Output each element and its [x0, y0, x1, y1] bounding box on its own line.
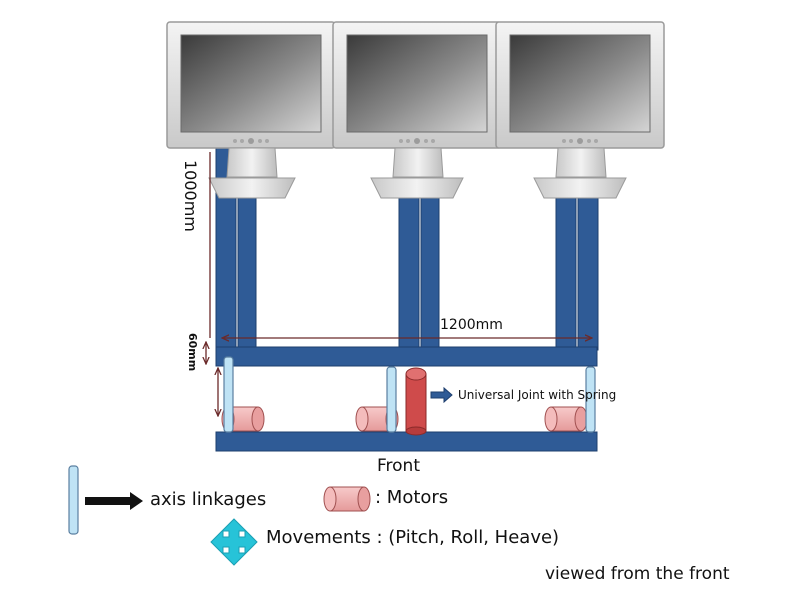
- frame-post-center-right: [420, 194, 440, 351]
- frame-post-right-inner: [555, 194, 577, 351]
- monitor-icon: [332, 21, 502, 199]
- universal-joint: [405, 367, 427, 436]
- monitor-icon: [166, 21, 336, 199]
- width-dimension-label: 1200mm: [440, 317, 503, 333]
- frame-post-center-left: [398, 194, 420, 351]
- frame-posts: [215, 144, 599, 351]
- universal-joint-label: Universal Joint with Spring: [458, 388, 617, 402]
- axis-linkage-right: [585, 366, 596, 433]
- motor-right: [544, 406, 588, 432]
- legend-movements-label: Movements : (Pitch, Roll, Heave): [266, 527, 560, 548]
- legend-motors-label: : Motors: [375, 487, 449, 508]
- legend-axis-linkages-label: axis linkages: [150, 489, 267, 510]
- axis-linkage-left: [223, 356, 234, 433]
- monitor-icon: [495, 21, 665, 199]
- view-note-label: viewed from the front: [545, 564, 730, 584]
- legend-linkage-icon: [68, 465, 79, 535]
- gap-dimension-label: 60mm: [186, 333, 199, 372]
- upper-platform-beam: [215, 346, 598, 367]
- legend-motor-icon: [323, 486, 371, 512]
- right-arrow-icon: [430, 386, 453, 404]
- front-label: Front: [377, 456, 420, 476]
- height-dimension-label: 1000mm: [181, 160, 200, 232]
- axis-linkage-center: [386, 366, 397, 433]
- base-platform-beam: [215, 431, 598, 452]
- right-arrow-icon: [85, 492, 143, 510]
- four-way-arrow-icon: [210, 518, 258, 566]
- frame-post-left-inner: [237, 194, 257, 351]
